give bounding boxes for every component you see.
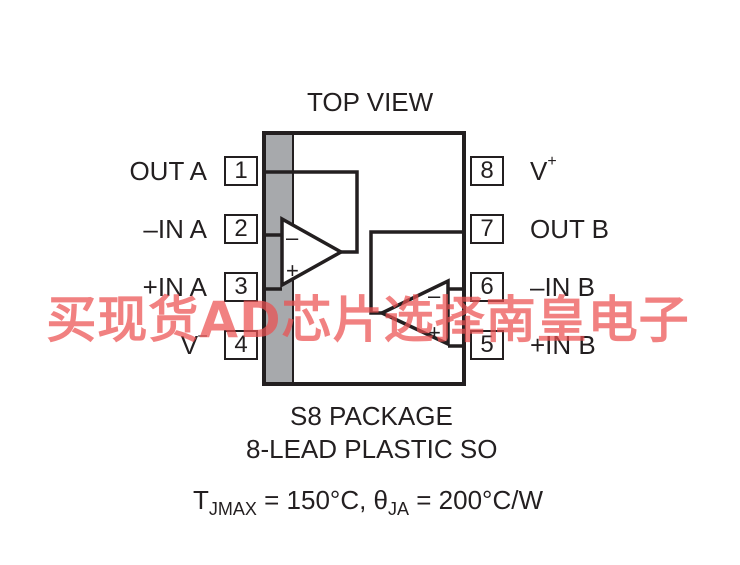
pin-8-box: 8 [470, 156, 504, 186]
pin-1-label: OUT A [129, 156, 207, 186]
opamp-b [377, 278, 450, 347]
pin-2-label: –IN A [143, 214, 207, 244]
pin-6-label: –IN B [530, 272, 596, 302]
opamp-a-plus: + [286, 258, 299, 283]
pin-1-box: 1 [224, 156, 258, 186]
opamp-a [280, 216, 345, 288]
opamp-b-plus: + [428, 320, 441, 345]
pin-4-label: V– [180, 327, 207, 360]
pin-6-box: 6 [470, 272, 504, 302]
pin-5-box: 5 [470, 330, 504, 360]
watermark: 买现货AD芯片选择南皇电子 [46, 291, 690, 349]
opamp-b-minus: – [428, 283, 441, 308]
pin-8-label: V+ [530, 153, 557, 186]
pin-3-label: +IN A [142, 272, 207, 302]
pin-3-box: 3 [224, 272, 258, 302]
pin-2-box: 2 [224, 214, 258, 244]
package-name: S8 PACKAGE [290, 401, 453, 431]
opamp-b-feedback [369, 230, 462, 315]
pin-7-label: OUT B [530, 214, 609, 244]
opamp-a-feedback [266, 170, 359, 254]
pin-7-box: 7 [470, 214, 504, 244]
pin-5-label: +IN B [530, 330, 596, 360]
thermal-spec: TJMAX = 150°C, θJA = 200°C/W [193, 485, 543, 520]
package-description: 8-LEAD PLASTIC SO [246, 434, 498, 464]
title: TOP VIEW [307, 87, 434, 117]
pin-4-box: 4 [224, 330, 258, 360]
opamp-a-minus: – [286, 225, 299, 250]
